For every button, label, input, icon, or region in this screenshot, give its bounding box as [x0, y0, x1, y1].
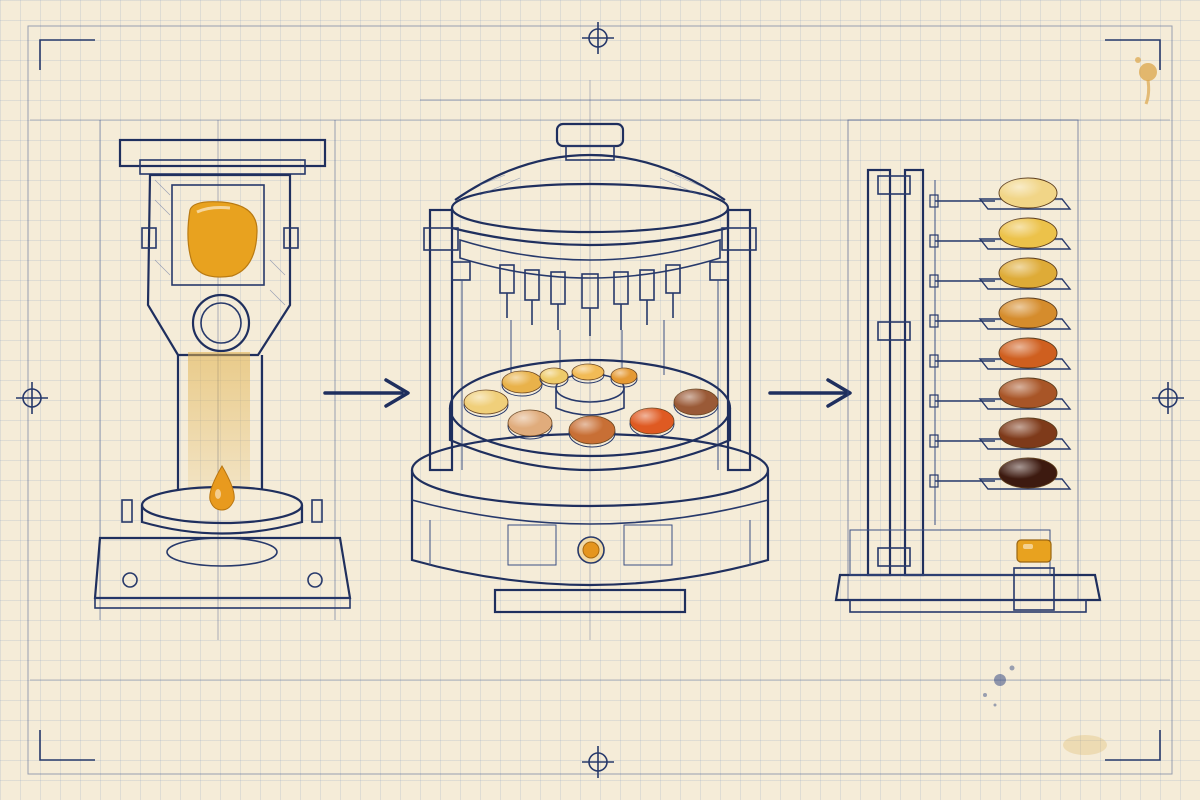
crosshair-icon [582, 746, 614, 778]
flow-arrow [768, 378, 852, 408]
dispenser-nozzles [499, 264, 681, 375]
candy [998, 337, 1058, 369]
candy [568, 415, 616, 448]
candy [998, 457, 1058, 489]
rack-shelf [929, 457, 1072, 490]
rack-shelf [929, 217, 1072, 250]
rack-indicator-light [1016, 539, 1052, 563]
rack-shelf [929, 417, 1072, 450]
candy [998, 377, 1058, 409]
candy [571, 363, 605, 384]
candy [998, 177, 1058, 209]
crosshair-icon [1152, 382, 1184, 414]
rack-shelves [929, 177, 1072, 490]
candy [507, 409, 553, 440]
ink-stain [983, 57, 1157, 755]
candy [629, 407, 675, 438]
candy [998, 417, 1058, 449]
rack-shelf [929, 177, 1072, 210]
crosshair-icon [582, 22, 614, 54]
candy [673, 388, 719, 419]
rotary-press-machine [410, 80, 770, 640]
candy-drop [209, 465, 235, 511]
press-tray-candies [463, 363, 719, 448]
rack-shelf [929, 337, 1072, 370]
candy [539, 367, 569, 388]
melt-hopper-machine [93, 120, 352, 640]
melted-candy-blob [187, 201, 258, 278]
candy [998, 257, 1058, 289]
candy [610, 367, 638, 388]
candy [501, 370, 543, 397]
candy [998, 217, 1058, 249]
rack-shelf [929, 257, 1072, 290]
flow-arrow [323, 378, 410, 408]
rack-shelf [929, 297, 1072, 330]
candy [463, 389, 509, 418]
press-indicator-light [577, 536, 605, 564]
rack-shelf [929, 377, 1072, 410]
candy [998, 297, 1058, 329]
cooling-rack-machine [834, 119, 1102, 613]
crosshair-icon [16, 382, 48, 414]
